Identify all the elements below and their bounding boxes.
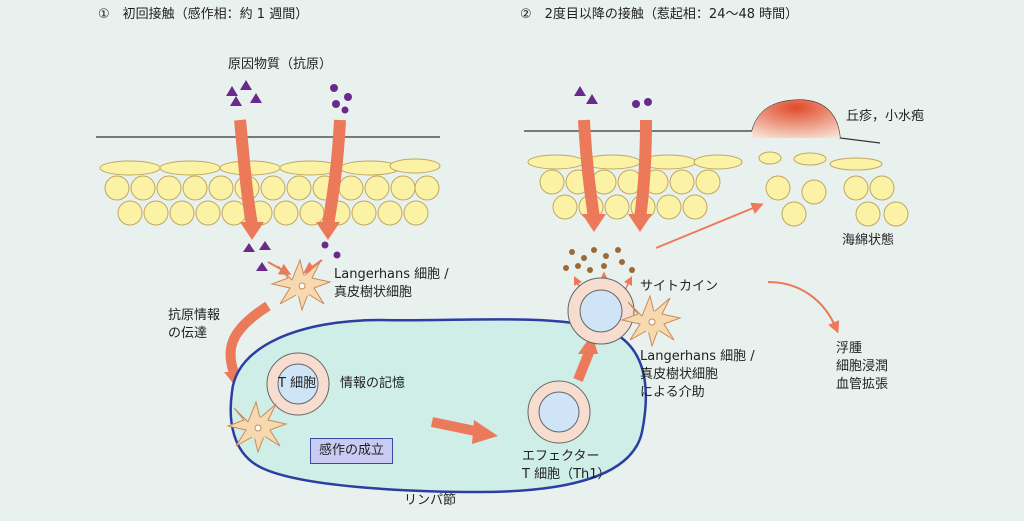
edema-label: 浮腫 細胞浸潤 血管拡張 <box>836 341 889 392</box>
effector-label: エフェクター T 細胞（Th1） <box>522 449 611 482</box>
langerhans-cell-2 <box>620 294 682 348</box>
sensitization-box: 感作の成立 <box>310 438 394 464</box>
transfer-label: 抗原情報 の伝達 <box>168 308 221 341</box>
to-edema-arrow <box>767 281 840 334</box>
t-cell-label: T 細胞 <box>278 376 317 391</box>
antigen-dots-1 <box>330 84 352 114</box>
panel2-title: ② 2度目以降の接触（惹起相：24〜48 時間） <box>520 7 799 22</box>
panel1-title: ① 初回接触（感作相：約 1 週間） <box>98 7 309 22</box>
antigen-label: 原因物質（抗原） <box>228 57 333 72</box>
skin-section-1 <box>96 136 441 226</box>
effector-t-cell <box>527 380 591 444</box>
cytokine-label: サイトカイン <box>640 279 719 294</box>
papule-label: 丘疹，小水疱 <box>846 109 925 124</box>
cytokine-dots <box>563 247 635 273</box>
antigen-triangles-1 <box>226 80 262 106</box>
langerhans-label-2: Langerhans 細胞 / 真皮樹状細胞 による介助 <box>640 349 755 400</box>
langerhans-cell-lymph <box>226 400 288 454</box>
penetration-arrows-1 <box>234 119 346 240</box>
to-spongiosis-arrow <box>655 202 764 249</box>
antigen-dots-2 <box>632 98 652 108</box>
penetration-arrows-2 <box>578 119 652 232</box>
captured-antigens-1 <box>243 241 341 275</box>
langerhans-cell-1 <box>270 258 332 312</box>
antigen-triangles-2 <box>574 86 598 104</box>
to-effector-arrow <box>430 417 498 444</box>
transfer-arrow <box>225 301 271 380</box>
langerhans-label-1: Langerhans 細胞 / 真皮樹状細胞 <box>334 267 449 300</box>
skin-section-2 <box>524 99 909 227</box>
activated-t-cell <box>567 277 635 345</box>
memory-label: 情報の記憶 <box>340 376 406 391</box>
t-cell <box>266 352 330 416</box>
spongiosis-label: 海綿状態 <box>842 233 895 248</box>
lymph-node-label: リンパ節 <box>404 493 457 508</box>
papule <box>752 100 840 138</box>
